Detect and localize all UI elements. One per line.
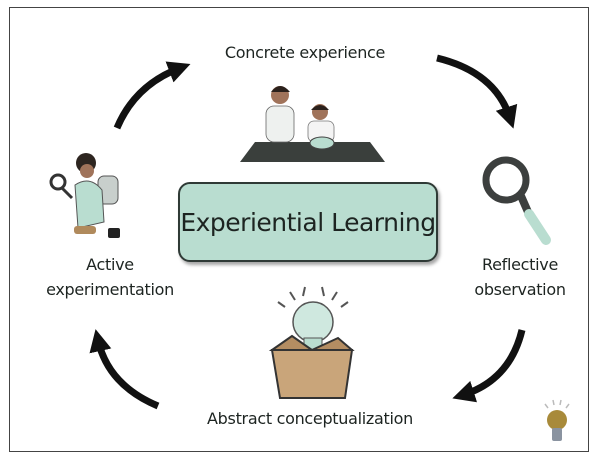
arrow-bottom-right [452, 329, 526, 403]
frame-border [9, 7, 589, 452]
label-active-experimentation: Active experimentation [40, 252, 180, 302]
label-abstract-conceptualization: Abstract conceptualization [207, 409, 413, 428]
arrow-top-left [113, 61, 191, 130]
label-active-line2: experimentation [46, 280, 174, 299]
label-concrete-experience: Concrete experience [224, 43, 386, 62]
lightbulb-icon [544, 399, 570, 441]
arrow-top-right [436, 54, 518, 129]
explorer-illustration [49, 153, 120, 238]
label-reflective-line1: Reflective [482, 255, 558, 274]
magnifying-glass-icon [482, 156, 551, 245]
lightbulb-box-illustration [268, 286, 355, 399]
teacher-child-illustration [240, 86, 385, 162]
label-reflective-observation: Reflective observation [460, 252, 580, 302]
label-active-line1: Active [86, 255, 134, 274]
arrow-bottom-left [89, 329, 160, 410]
label-reflective-line2: observation [474, 280, 566, 299]
center-title-box: Experiential Learning [178, 182, 438, 262]
center-title: Experiential Learning [180, 207, 436, 237]
